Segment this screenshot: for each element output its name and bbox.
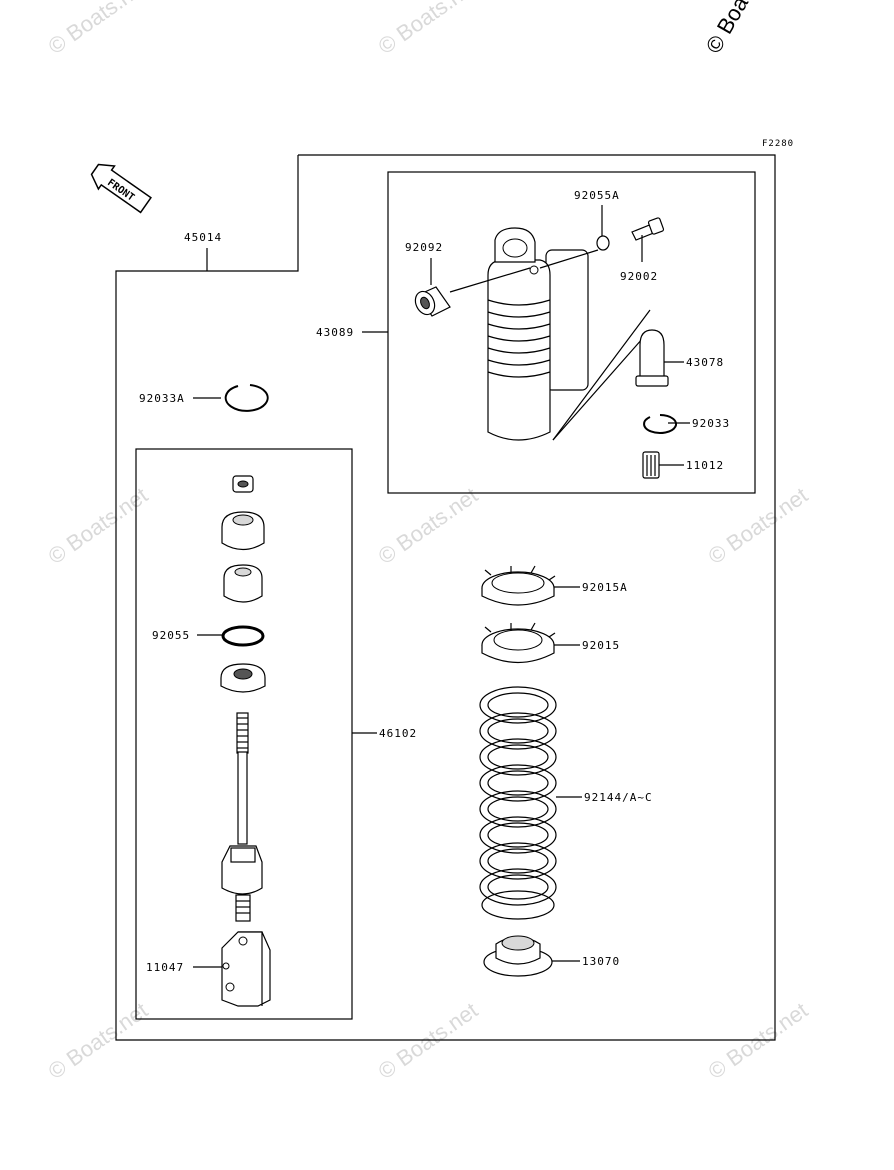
bolt-92002 (631, 217, 665, 262)
part-label-11012: 11012 (686, 459, 724, 472)
watermarks: © Boats.net © Boats.net © Boats.net © Bo… (44, 0, 813, 1084)
valve-cap-11012 (642, 451, 660, 479)
part-label-43089: 43089 (316, 326, 354, 339)
watermark: © Boats.net (374, 482, 483, 569)
clevis-11047 (221, 931, 271, 1007)
nut-92015 (481, 622, 556, 663)
snap-ring-92033 (643, 413, 677, 434)
oring-92055 (221, 625, 265, 647)
cap-43078 (635, 329, 669, 387)
part-label-92033: 92033 (692, 417, 730, 430)
part-label-92015: 92015 (582, 639, 620, 652)
part-label-92015a: 92015A (582, 581, 628, 594)
bushing-92092 (414, 258, 531, 317)
part-label-92002: 92002 (620, 270, 658, 283)
oring-92055a (596, 235, 610, 251)
assembly-outline (115, 154, 776, 1041)
part-label-92055: 92055 (152, 629, 190, 642)
watermark: © Boats.net (374, 997, 483, 1084)
part-label-92092: 92092 (405, 241, 443, 254)
part-label-92144: 92144/A~C (584, 791, 653, 804)
part-label-46102: 46102 (379, 727, 417, 740)
nut-92015a (481, 565, 556, 606)
part-label-11047: 11047 (146, 961, 184, 974)
watermark: © Boats.net (374, 0, 483, 59)
part-label-13070: 13070 (582, 955, 620, 968)
watermark: © Boats.net (44, 0, 153, 59)
part-label-92033a: 92033A (139, 392, 185, 405)
part-label-45014: 45014 (184, 231, 222, 244)
rod-box (135, 448, 353, 1020)
rod-assembly (220, 475, 266, 922)
part-label-92055a: 92055A (574, 189, 620, 202)
watermark: © Boats.net (704, 997, 813, 1084)
watermark: © Boats.net (704, 482, 813, 569)
figure-code: F2280 (762, 139, 794, 149)
shock-absorber (487, 227, 651, 441)
watermark: © Boats.net (701, 0, 780, 57)
spring-seat-13070 (483, 935, 553, 977)
part-label-43078: 43078 (686, 356, 724, 369)
front-arrow-icon: FRONT (90, 163, 152, 214)
snap-ring-92033a (224, 384, 269, 412)
spring-92144 (479, 686, 557, 920)
